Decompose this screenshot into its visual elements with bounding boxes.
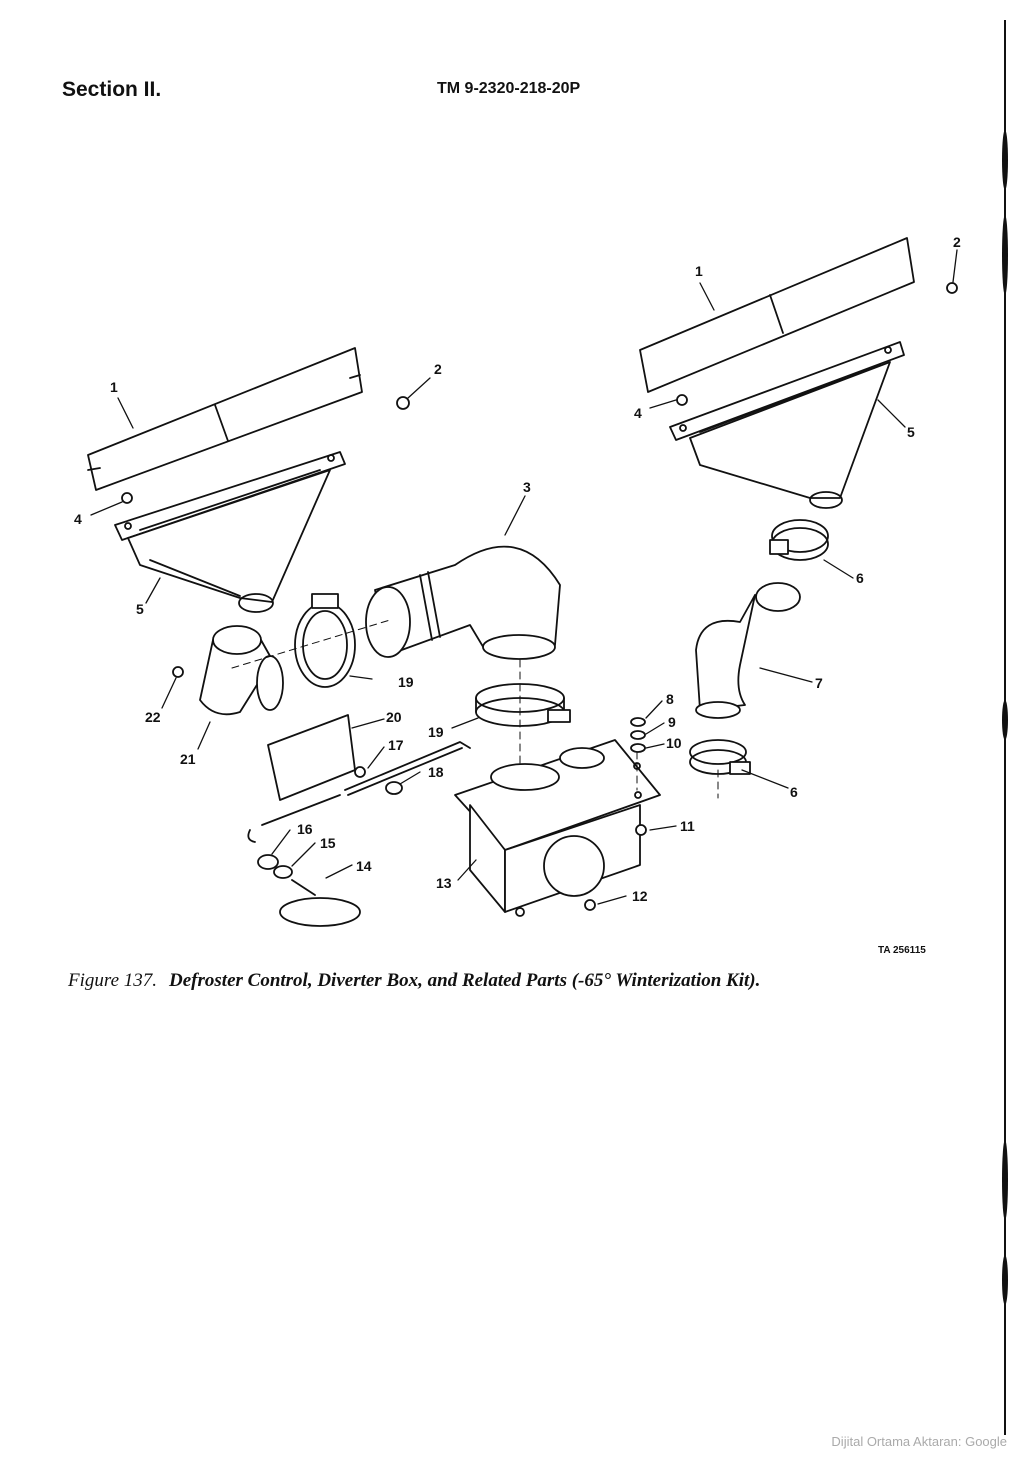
leader-lines [90, 249, 958, 905]
right-hose-clamp-lower [689, 739, 751, 775]
callout: 6 [856, 570, 864, 586]
figure-title: Defroster Control, Diverter Box, and Rel… [169, 970, 761, 991]
callout: 9 [668, 714, 676, 730]
left-diverter-elbow [199, 625, 284, 716]
callout: 22 [145, 709, 161, 725]
callout: 1 [695, 263, 703, 279]
callout: 7 [815, 675, 823, 691]
callout: 17 [388, 737, 404, 753]
figure-caption: Figure 137. Defroster Control, Diverter B… [68, 970, 760, 992]
control-cable [247, 741, 471, 843]
callout: 8 [666, 691, 674, 707]
callout: 3 [523, 479, 531, 495]
callout-labels: 1 2 3 4 5 19 19 20 21 22 17 18 16 15 14 … [74, 234, 961, 904]
callout: 13 [436, 875, 452, 891]
callout: 19 [398, 674, 414, 690]
callout: 18 [428, 764, 444, 780]
right-defroster-nozzle [669, 341, 905, 509]
tm-number: TM 9-2320-218-20P [437, 80, 581, 97]
left-defroster-nozzle [114, 451, 346, 613]
diverter-box [454, 739, 661, 917]
callout: 12 [632, 888, 648, 904]
callout: 5 [907, 424, 915, 440]
callout: 4 [74, 511, 82, 527]
callout: 21 [180, 751, 196, 767]
right-fasteners [676, 282, 958, 406]
small-fasteners [121, 396, 647, 911]
callout: 20 [386, 709, 402, 725]
access-cover-plate [267, 714, 356, 801]
binding-edge [1002, 20, 1008, 1435]
left-defroster-bracket [87, 347, 363, 491]
callout: 19 [428, 724, 444, 740]
callout: 5 [136, 601, 144, 617]
section-heading: Section II. [62, 78, 162, 101]
right-defroster-hose [695, 582, 801, 719]
alignment-lines [231, 619, 719, 799]
callout: 15 [320, 835, 336, 851]
center-hose-clamp [475, 683, 571, 727]
left-hose-clamp [294, 593, 356, 688]
callout: 4 [634, 405, 642, 421]
digitization-credit: Dijital Ortama Aktaran: Google [831, 1434, 1007, 1449]
callout: 11 [680, 818, 695, 834]
control-knob [257, 854, 361, 927]
callout: 2 [953, 234, 961, 250]
callout: 14 [356, 858, 372, 874]
callout: 10 [666, 735, 682, 751]
right-defroster-bracket [639, 237, 915, 393]
callout: 1 [110, 379, 118, 395]
upper-hose-elbow [365, 545, 561, 660]
exploded-parts-diagram: 1 2 3 4 5 19 19 20 21 22 17 18 16 15 14 … [74, 234, 961, 927]
callout: 16 [297, 821, 313, 837]
right-hose-clamp-upper [769, 519, 829, 561]
callout: 6 [790, 784, 798, 800]
figure-number: Figure 137. [68, 970, 158, 991]
callout: 2 [434, 361, 442, 377]
ta-number: TA 256115 [878, 945, 926, 956]
